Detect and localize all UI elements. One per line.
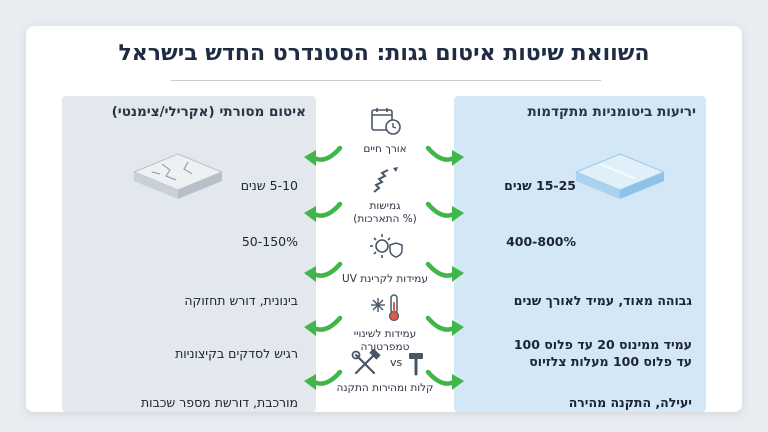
arrow-right-lifespan [425,145,464,166]
arrow-left-lifespan [304,145,343,166]
tools-icon [351,349,381,375]
criterion-installation: קלות ומהירות התקנה [336,382,434,394]
title-divider [171,80,601,81]
advanced-uv-resistance: גבוהה מאוד, עמיד לאורך שנים [513,293,692,308]
arrow-right-temperature [425,315,464,336]
vs-label: vs [390,356,403,369]
spring-icon [373,167,398,193]
calendar-clock-icon [371,108,401,135]
hammer-icon [409,353,423,376]
arrow-right-flexibility [425,201,464,222]
arrow-left-flexibility [304,201,343,222]
traditional-flexibility: 50-150% [241,234,298,249]
advanced-flexibility: 400-800% [506,234,576,249]
arrow-right-installation [425,369,464,390]
advanced-lifespan: 15-25 שנים [504,178,576,193]
traditional-installation: מורכבת, דורשת מספר שכבות [140,395,298,410]
arrow-right-uv [425,261,464,282]
traditional-lifespan: 5-10 שנים [240,178,298,193]
sun-shield-icon [370,234,403,258]
infographic-card: השוואת שיטות איטום גגות: הסטנדרט החדש בי… [26,26,742,412]
traditional-temperature-resistance: רגיש לסדקים בקיצוניות [175,346,298,361]
traditional-sealing-panel: איטום מסורתי (אקרילי/צימנטי) 5-10 שנים 5… [62,96,316,412]
membrane-tile-icon [574,153,666,199]
criterion-uv-resistance: עמידות לקרינת UV [342,273,428,285]
advanced-temperature-resistance: עמיד ממינוס 20 עד פלוס 100 עד פלוס 100 מ… [513,337,692,369]
criterion-flexibility: גמישות (% התארכות) [353,200,417,225]
arrow-left-temperature [304,315,343,336]
arrow-left-uv [304,261,343,282]
page-title: השוואת שיטות איטום גגות: הסטנדרט החדש בי… [118,41,650,66]
cracked-tile-icon [132,153,224,199]
advanced-membranes-panel: יריעות ביטומניות מתקדמות 15-25 שנים 400-… [454,96,706,412]
criterion-lifespan: אורך חיים [363,143,407,155]
advanced-membranes-header: יריעות ביטומניות מתקדמות [527,104,696,120]
thermometer-snowflake-icon [371,294,400,322]
traditional-sealing-header: איטום מסורתי (אקרילי/צימנטי) [111,104,306,120]
traditional-uv-resistance: בינונית, דורש תחזוקה [184,293,298,308]
arrow-left-installation [304,369,343,390]
advanced-installation: יעילה, התקנה מהירה [568,395,692,410]
